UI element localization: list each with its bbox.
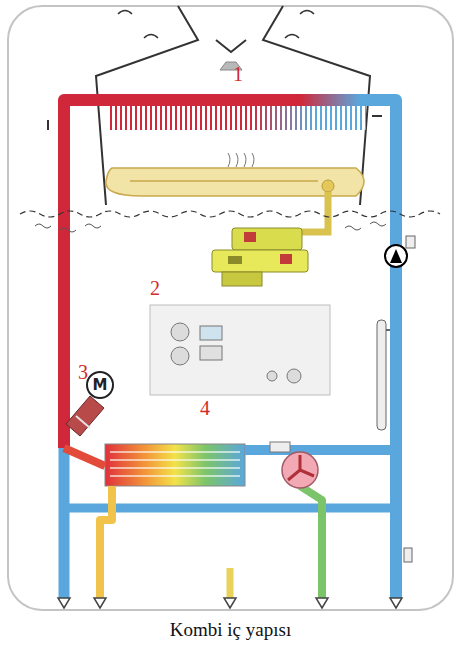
chamber-boundary <box>20 211 440 217</box>
air-flaps <box>118 11 314 39</box>
motor-node: M <box>86 371 114 399</box>
gas-nozzle <box>322 180 334 192</box>
heating-return-pipe <box>59 448 70 598</box>
valve <box>94 598 106 608</box>
air-flap <box>285 35 299 39</box>
sensor-body <box>282 452 318 488</box>
air-flap <box>144 35 158 39</box>
panel-face <box>150 305 330 395</box>
vessel-connector <box>386 329 390 331</box>
flue-v <box>216 40 246 52</box>
mark <box>35 224 51 228</box>
flow-pipe <box>64 100 300 448</box>
valve-body <box>66 396 104 436</box>
sensor-cap <box>270 442 290 452</box>
callout-number: 2 <box>150 278 160 298</box>
gas-valve <box>212 228 308 286</box>
sensor <box>372 115 382 117</box>
burner <box>106 153 364 232</box>
expansion-vessel <box>377 320 386 430</box>
plate-heat-exchanger <box>105 444 245 486</box>
plate-line <box>110 475 240 477</box>
valve-coil <box>280 254 292 264</box>
flame <box>244 153 246 167</box>
knob <box>171 347 189 365</box>
flames <box>228 153 254 167</box>
knob <box>287 369 301 383</box>
gas-inlet-pipe <box>227 568 234 598</box>
valve <box>390 598 402 608</box>
casing-outline <box>8 6 453 610</box>
flow-sensor <box>282 452 318 488</box>
figure-caption: Kombi iç yapısı <box>0 619 461 641</box>
pipe-transition <box>300 94 360 106</box>
callout-number: 3 <box>78 362 88 382</box>
insulation-marks <box>35 222 386 232</box>
air-flap <box>300 11 314 15</box>
valve-port <box>228 256 242 264</box>
sensor <box>47 120 49 130</box>
callout-number: 1 <box>233 64 243 84</box>
cold-water-pipe <box>300 486 322 598</box>
burner-body <box>106 168 364 196</box>
service-valves <box>58 598 402 608</box>
mark <box>85 224 101 228</box>
valve <box>224 598 236 608</box>
mark <box>60 228 76 232</box>
dhw-pipe <box>245 445 396 455</box>
hx-feed-pipe <box>64 448 105 466</box>
flame <box>252 153 254 167</box>
callout-number: 4 <box>200 398 210 418</box>
plate-line <box>110 467 240 469</box>
pump-triangle <box>390 249 402 263</box>
air-vent <box>406 236 415 248</box>
pump-circle <box>385 245 407 267</box>
gas-pipe <box>300 192 328 232</box>
mark <box>345 226 361 230</box>
switch <box>200 346 222 360</box>
plate-line <box>110 451 240 453</box>
flame <box>228 153 230 167</box>
knob <box>267 371 277 381</box>
valve <box>58 598 70 608</box>
valve-coil <box>244 232 256 242</box>
hot-water-pipe <box>100 486 112 598</box>
sensor-blades <box>288 455 314 480</box>
plate-lines <box>110 452 240 476</box>
plate-line <box>110 459 240 461</box>
three-way-valve <box>66 396 104 436</box>
mark <box>370 222 386 226</box>
primary-heat-exchanger-fins <box>108 106 366 130</box>
gas-valve-body <box>212 250 308 272</box>
air-flap <box>118 11 132 15</box>
burner-tube <box>130 180 318 182</box>
motor-circle <box>87 372 113 398</box>
gas-valve-body <box>232 228 302 250</box>
valve-stem <box>76 416 90 428</box>
knob <box>171 323 189 341</box>
display <box>200 326 222 340</box>
control-panel <box>150 305 330 395</box>
return-pipe <box>360 100 396 598</box>
drain-valve <box>404 548 412 562</box>
flame <box>236 153 238 167</box>
gas-valve-body <box>222 272 262 286</box>
valve <box>316 598 328 608</box>
pump <box>385 236 415 267</box>
motor-letter: M <box>93 378 108 393</box>
